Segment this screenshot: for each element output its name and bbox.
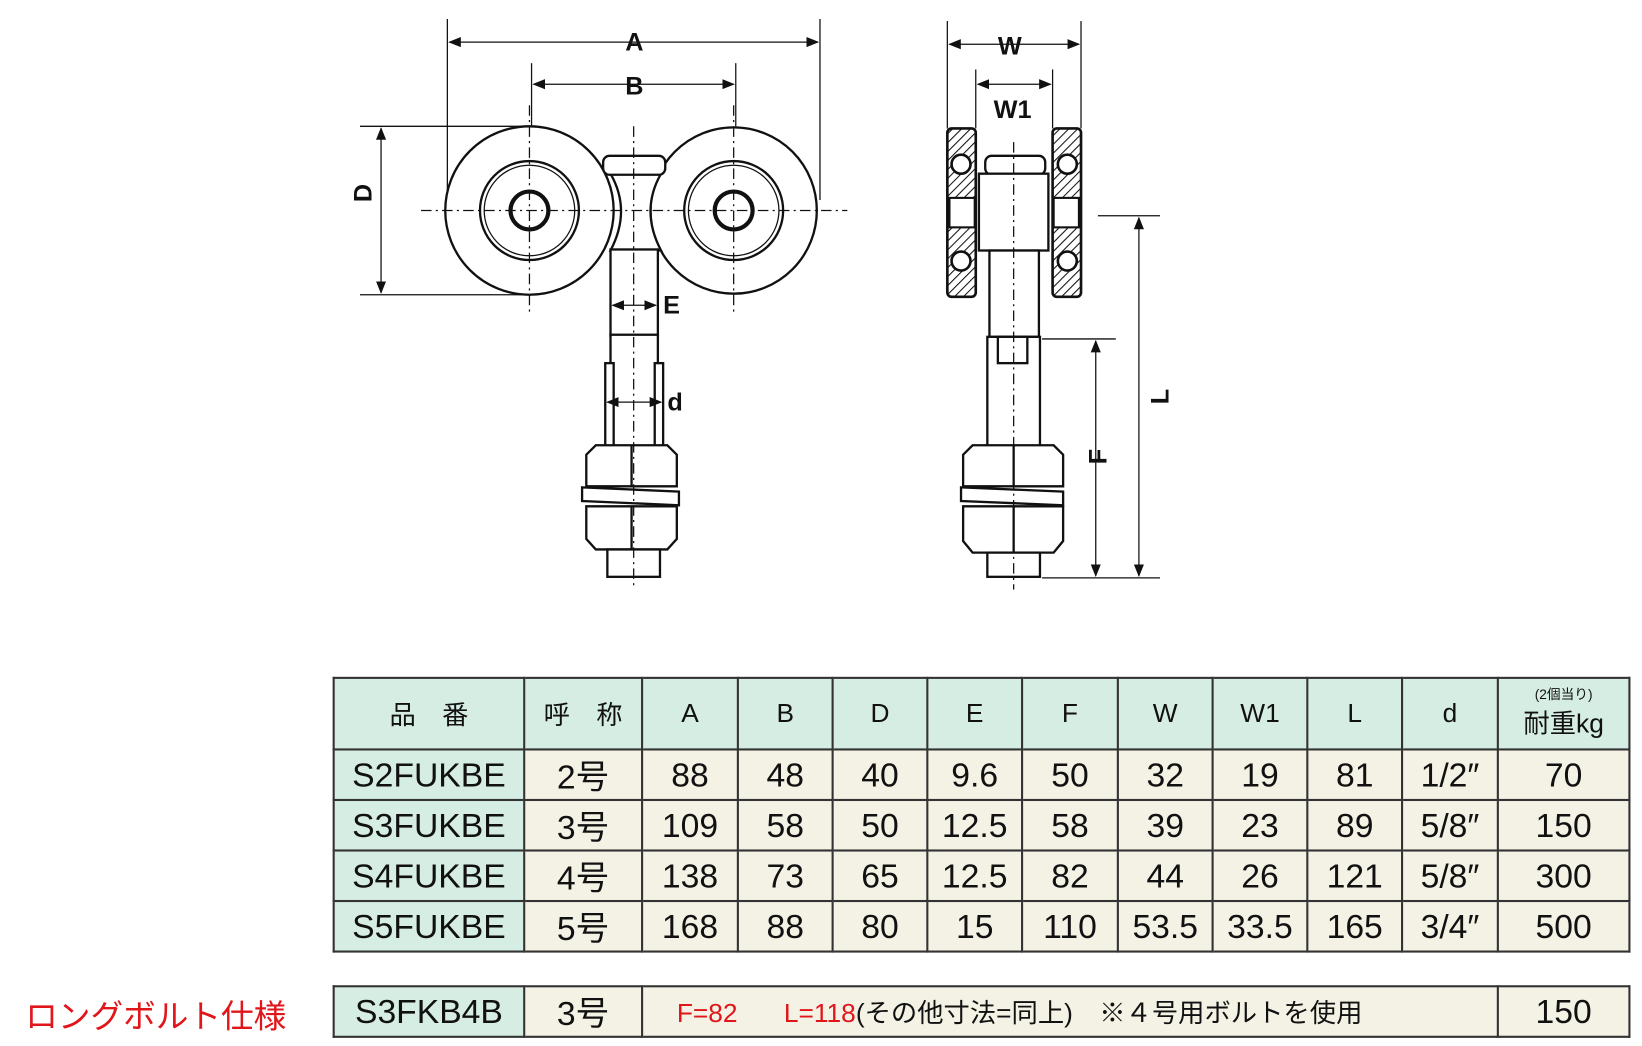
table-cell: 40 [831, 748, 929, 802]
table-cell: 12.5 [926, 798, 1024, 852]
table-cell: 12.5 [926, 849, 1024, 903]
table-cell: 50 [1021, 748, 1119, 802]
table-cell: 138 [641, 849, 739, 903]
table-cell: 88 [736, 899, 834, 953]
table-cell: 65 [831, 849, 929, 903]
dim-label-a: A [625, 29, 643, 57]
table-cell: 168 [641, 899, 739, 953]
table-cell: 9.6 [926, 748, 1024, 802]
table-cell: 50 [831, 798, 929, 852]
long-bolt-size: 3号 [523, 985, 644, 1038]
table-cell: 3号 [523, 798, 644, 852]
header-size: 呼 称 [523, 676, 644, 751]
table-cell: 1/2″ [1401, 748, 1499, 802]
table-cell: 5/8″ [1401, 798, 1499, 852]
long-bolt-row: S3FKB4B 3号 F=82 L=118(その他寸法=同上) ※４号用ボルトを使… [332, 985, 1631, 1038]
table-cell: 88 [641, 748, 739, 802]
table-cell: 39 [1116, 798, 1214, 852]
dim-label-b: B [625, 73, 643, 101]
table-cell: 58 [736, 798, 834, 852]
dim-label-e: E [663, 292, 680, 320]
table-cell: 165 [1306, 899, 1404, 953]
dim-label-w: W [998, 33, 1022, 61]
table-cell: 300 [1496, 849, 1631, 903]
table-cell: S4FUKBE [332, 849, 526, 903]
table-cell: 81 [1306, 748, 1404, 802]
table-cell: 82 [1021, 849, 1119, 903]
long-bolt-note: (その他寸法=同上) ※４号用ボルトを使用 [855, 998, 1363, 1029]
header-w1: W1 [1211, 676, 1309, 751]
table-cell: 73 [736, 849, 834, 903]
dim-label-d-diameter: D [350, 184, 378, 202]
long-bolt-part: S3FKB4B [332, 985, 526, 1038]
table-cell: 150 [1496, 798, 1631, 852]
spec-table: 品 番 呼 称 A B D E F W W1 L d (2個当り) 耐重kg S2… [332, 676, 1631, 953]
table-cell: 44 [1116, 849, 1214, 903]
dim-label-f: F [1084, 449, 1112, 464]
technical-drawing: A B D E d W [350, 18, 1174, 590]
table-cell: 19 [1211, 748, 1309, 802]
table-cell: 23 [1211, 798, 1309, 852]
long-bolt-l: L=118 [783, 998, 856, 1029]
front-view: A B D E d [350, 18, 848, 590]
side-view: W W1 L F [946, 21, 1174, 590]
long-bolt-f: F=82 [676, 998, 738, 1029]
table-cell: 5/8″ [1401, 849, 1499, 903]
table-cell: S5FUKBE [332, 899, 526, 953]
table-cell: 110 [1021, 899, 1119, 953]
table-cell: 3/4″ [1401, 899, 1499, 953]
header-d-bolt: d [1401, 676, 1499, 751]
long-bolt-label: ロングボルト仕様 [25, 997, 287, 1035]
table-cell: S2FUKBE [332, 748, 526, 802]
load-note: (2個当り) [1534, 686, 1593, 703]
header-w: W [1116, 676, 1214, 751]
long-bolt-table: S3FKB4B 3号 F=82 L=118(その他寸法=同上) ※４号用ボルトを使… [332, 985, 1631, 1038]
load-label: 耐重kg [1523, 709, 1604, 739]
table-cell: 33.5 [1211, 899, 1309, 953]
table-cell: 89 [1306, 798, 1404, 852]
table-cell: 53.5 [1116, 899, 1214, 953]
table-cell: 109 [641, 798, 739, 852]
dim-label-w1: W1 [994, 96, 1032, 124]
long-bolt-load: 150 [1496, 985, 1631, 1038]
table-cell: 58 [1021, 798, 1119, 852]
header-e: E [926, 676, 1024, 751]
long-bolt-spec: F=82 L=118(その他寸法=同上) ※４号用ボルトを使用 [641, 985, 1499, 1038]
table-cell: 15 [926, 899, 1024, 953]
table-cell: 26 [1211, 849, 1309, 903]
table-cell: S3FUKBE [332, 798, 526, 852]
table-cell: 4号 [523, 849, 644, 903]
table-cell: 32 [1116, 748, 1214, 802]
header-b: B [736, 676, 834, 751]
table-cell: 121 [1306, 849, 1404, 903]
table-cell: 2号 [523, 748, 644, 802]
table-cell: 500 [1496, 899, 1631, 953]
header-part-number: 品 番 [332, 676, 526, 751]
header-l: L [1306, 676, 1404, 751]
header-a: A [641, 676, 739, 751]
table-cell: 70 [1496, 748, 1631, 802]
table-cell: 48 [736, 748, 834, 802]
spec-table-header: 品 番 呼 称 A B D E F W W1 L d (2個当り) 耐重kg [332, 676, 1631, 751]
header-f: F [1021, 676, 1119, 751]
table-cell: 80 [831, 899, 929, 953]
dim-label-d-bolt: d [667, 389, 682, 417]
header-load: (2個当り) 耐重kg [1496, 676, 1631, 751]
table-cell: 5号 [523, 899, 644, 953]
header-d-diameter: D [831, 676, 929, 751]
dim-label-l: L [1146, 389, 1174, 404]
